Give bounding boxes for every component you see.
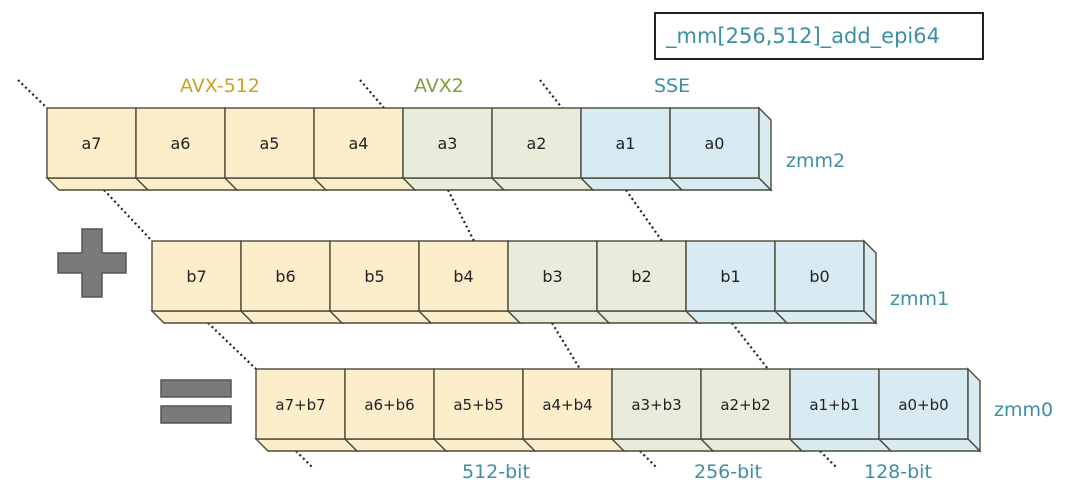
dotted-guide-line — [359, 79, 385, 109]
lane-label: a3 — [438, 134, 458, 153]
lane-bottom-face — [223, 177, 328, 191]
lane-label: b4 — [453, 267, 473, 286]
lane-bottom-face — [45, 177, 150, 191]
lane-cell — [878, 368, 969, 440]
lane-label: b2 — [631, 267, 651, 286]
lane-bottom-face — [343, 438, 448, 452]
lane-cell — [700, 368, 791, 440]
dotted-guide-line — [17, 79, 48, 109]
lane-label: a4 — [349, 134, 369, 153]
register-side-face — [967, 367, 981, 453]
lane-label: a6 — [171, 134, 191, 153]
lane-cell — [433, 368, 524, 440]
isa-label-sse: SSE — [654, 75, 691, 97]
isa-label-avx512: AVX-512 — [180, 75, 260, 97]
lane-bottom-face — [239, 310, 344, 324]
width-label-512: 512-bit — [462, 461, 530, 483]
lane-cell — [224, 107, 315, 179]
lane-bottom-face — [150, 310, 255, 324]
dotted-guide-line — [295, 450, 313, 468]
lane-cell — [491, 107, 582, 179]
isa-label-avx2: AVX2 — [414, 75, 464, 97]
lane-bottom-face — [684, 310, 789, 324]
dotted-guide-line — [639, 450, 657, 468]
lane-bottom-face — [417, 310, 522, 324]
register-zmm2: a7 a6 a5 a4 a3 a2 a1 a0 — [45, 106, 773, 192]
lane-bottom-face — [595, 310, 700, 324]
lane-label: b6 — [275, 267, 295, 286]
lane-cell — [255, 368, 346, 440]
lane-label: a2 — [527, 134, 547, 153]
lane-label: b7 — [186, 267, 206, 286]
lane-cell — [685, 240, 776, 312]
lane-label: a2+b2 — [720, 396, 770, 414]
lane-bottom-face — [490, 177, 595, 191]
lane-bottom-face — [254, 438, 359, 452]
lane-label: a5+b5 — [453, 396, 503, 414]
lane-cell — [151, 240, 242, 312]
lane-cell — [774, 240, 865, 312]
lane-bottom-face — [699, 438, 804, 452]
lane-label: a4+b4 — [542, 396, 592, 414]
lane-label: b5 — [364, 267, 384, 286]
register-side-face — [758, 106, 772, 192]
lane-cell — [507, 240, 598, 312]
dotted-guide-line — [625, 189, 663, 242]
lane-label: a1 — [616, 134, 636, 153]
register-side-face — [863, 239, 877, 325]
dotted-guide-line — [447, 189, 475, 242]
lane-label: a5 — [260, 134, 280, 153]
dotted-guide-line — [207, 322, 257, 370]
equals-icon — [160, 379, 232, 424]
lane-label: a1+b1 — [809, 396, 859, 414]
lane-cell — [418, 240, 509, 312]
lane-bottom-face — [401, 177, 506, 191]
lane-bottom-face — [579, 177, 684, 191]
lane-cell — [522, 368, 613, 440]
lane-cell — [580, 107, 671, 179]
lane-cell — [313, 107, 404, 179]
dotted-guide-line — [539, 79, 563, 109]
lane-bottom-face — [506, 310, 611, 324]
dotted-guide-line — [103, 189, 153, 242]
register-zmm0: a7+b7 a6+b6 a5+b5 a4+b4 a3+b3 a2+b2 a1+b1 a0+b0 — [254, 367, 982, 453]
lane-label: b3 — [542, 267, 562, 286]
lane-label: b1 — [720, 267, 740, 286]
width-label-128: 128-bit — [864, 461, 932, 483]
lane-label: a6+b6 — [364, 396, 414, 414]
register-label-zmm0: zmm0 — [994, 399, 1054, 421]
lane-label: a0+b0 — [898, 396, 948, 414]
lane-cell — [135, 107, 226, 179]
lane-bottom-face — [668, 177, 773, 191]
intrinsic-title-box: _mm[256,512]_add_epi64 — [654, 12, 984, 60]
lane-bottom-face — [432, 438, 537, 452]
lane-bottom-face — [610, 438, 715, 452]
plus-icon — [57, 228, 127, 298]
lane-bottom-face — [134, 177, 239, 191]
register-label-zmm1: zmm1 — [890, 288, 950, 310]
lane-bottom-face — [328, 310, 433, 324]
register-zmm1: b7 b6 b5 b4 b3 b2 b1 b0 — [150, 239, 878, 325]
lane-bottom-face — [312, 177, 417, 191]
width-label-256: 256-bit — [694, 461, 762, 483]
lane-bottom-face — [788, 438, 893, 452]
dotted-guide-line — [731, 322, 769, 370]
lane-label: a3+b3 — [631, 396, 681, 414]
lane-label: a0 — [705, 134, 725, 153]
dotted-guide-line — [551, 322, 581, 370]
intrinsic-title: _mm[256,512]_add_epi64 — [666, 24, 940, 48]
lane-cell — [344, 368, 435, 440]
lane-cell — [789, 368, 880, 440]
lane-bottom-face — [521, 438, 626, 452]
lane-cell — [669, 107, 760, 179]
lane-bottom-face — [877, 438, 982, 452]
dotted-guide-line — [819, 450, 837, 468]
lane-bottom-face — [773, 310, 878, 324]
lane-label: a7 — [82, 134, 102, 153]
lane-cell — [596, 240, 687, 312]
register-label-zmm2: zmm2 — [786, 150, 846, 172]
lane-label: b0 — [809, 267, 829, 286]
lane-label: a7+b7 — [275, 396, 325, 414]
